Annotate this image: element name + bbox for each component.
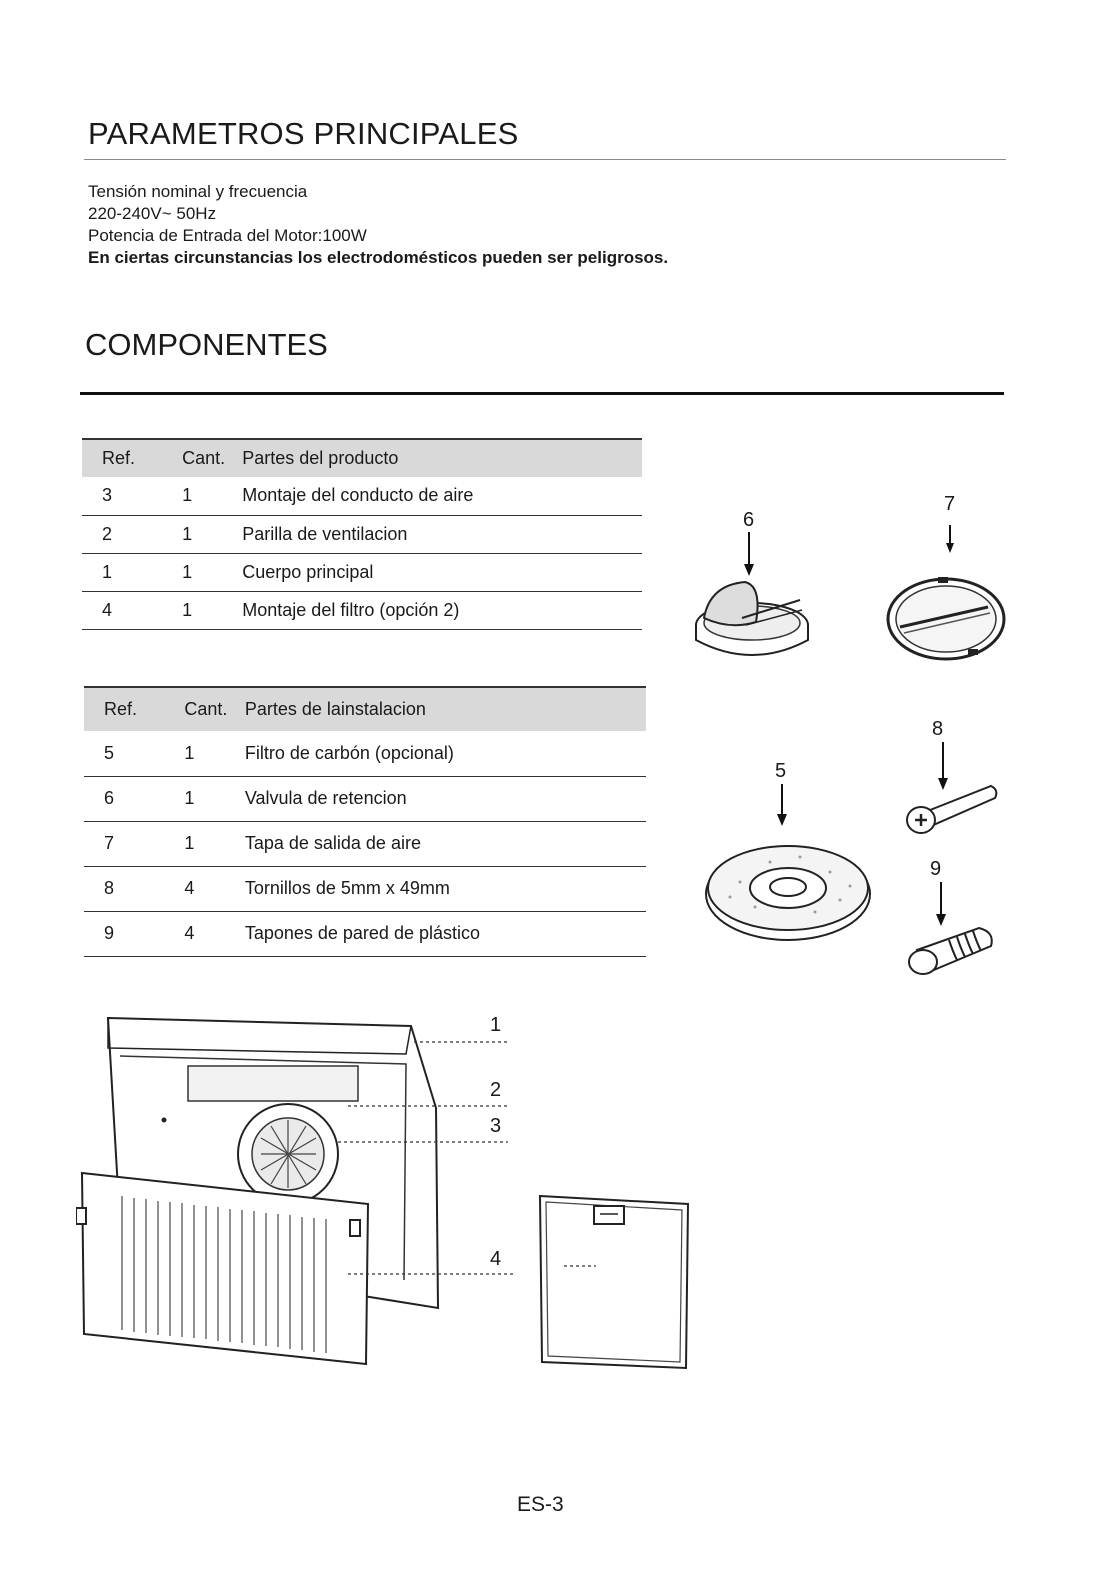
divider-thick [80, 392, 1004, 395]
col-ref: Ref. [82, 438, 155, 477]
callout-7: 7 [944, 493, 956, 515]
table-row: 6 1 Valvula de retencion [84, 776, 646, 822]
table-row: 9 4 Tapones de pared de plástico [84, 911, 646, 957]
cell-name: Montaje del filtro (opción 2) [239, 591, 642, 630]
cell-qty: 1 [156, 731, 242, 777]
cell-name: Filtro de carbón (opcional) [241, 731, 646, 777]
col-name: Partes del producto [239, 438, 642, 477]
wall-plug-icon [908, 882, 993, 975]
cell-ref: 7 [84, 821, 157, 867]
param-warning: En ciertas circunstancias los electrodom… [88, 248, 669, 267]
table-row: 5 1 Filtro de carbón (opcional) [84, 731, 646, 777]
cell-ref: 6 [84, 776, 157, 822]
check-valve-icon [695, 532, 809, 656]
range-hood-icon [76, 1016, 516, 1366]
cell-name: Tapones de pared de plástico [241, 911, 646, 957]
carbon-filter-icon [705, 784, 871, 941]
cell-ref: 9 [84, 911, 157, 957]
table-row: 7 1 Tapa de salida de aire [84, 821, 646, 867]
parameters-text: Tensión nominal y frecuencia 220-240V~ 5… [88, 181, 668, 269]
callout-6: 6 [743, 509, 755, 531]
product-parts-table: Ref. Cant. Partes del producto 3 1 Monta… [82, 438, 642, 630]
col-name: Partes de lainstalacion [241, 686, 646, 731]
col-qty: Cant. [154, 438, 240, 477]
cell-ref: 8 [84, 866, 157, 912]
cell-ref: 3 [82, 477, 155, 516]
cell-qty: 1 [154, 477, 240, 516]
table-row: 1 1 Cuerpo principal [82, 553, 642, 592]
callout-5: 5 [775, 760, 787, 782]
cell-ref: 1 [82, 553, 155, 592]
cell-name: Parilla de ventilacion [239, 515, 642, 554]
cell-qty: 4 [156, 911, 242, 957]
cell-ref: 2 [82, 515, 155, 554]
grease-filter-icon [538, 1194, 690, 1370]
col-qty: Cant. [156, 686, 242, 731]
table-header-row: Ref. Cant. Partes del producto [82, 438, 642, 477]
table-row: 3 1 Montaje del conducto de aire [82, 477, 642, 516]
cell-qty: 1 [156, 776, 242, 822]
divider [84, 159, 1006, 160]
air-outlet-cap-icon [886, 525, 1006, 661]
cell-name: Tornillos de 5mm x 49mm [241, 866, 646, 912]
cell-qty: 1 [154, 591, 240, 630]
cell-ref: 4 [82, 591, 155, 630]
callout-2: 2 [490, 1079, 502, 1101]
callout-4: 4 [490, 1248, 502, 1270]
table-row: 8 4 Tornillos de 5mm x 49mm [84, 866, 646, 912]
cell-name: Montaje del conducto de aire [239, 477, 642, 516]
callout-8: 8 [932, 718, 944, 740]
cell-ref: 5 [84, 731, 157, 777]
table-header-row: Ref. Cant. Partes de lainstalacion [84, 686, 646, 731]
page-number: ES-3 [517, 1493, 564, 1516]
cell-name: Valvula de retencion [241, 776, 646, 822]
callout-3: 3 [490, 1115, 502, 1137]
section-title-parameters: PARAMETROS PRINCIPALES [88, 116, 519, 151]
installation-parts-table: Ref. Cant. Partes de lainstalacion 5 1 F… [84, 686, 646, 957]
cell-qty: 4 [156, 866, 242, 912]
param-line: 220-240V~ 50Hz [88, 204, 217, 223]
param-line: Tensión nominal y frecuencia [88, 182, 308, 201]
callout-1: 1 [490, 1014, 502, 1036]
cell-name: Cuerpo principal [239, 553, 642, 592]
screw-icon [906, 742, 998, 834]
cell-qty: 1 [154, 515, 240, 554]
section-title-components: COMPONENTES [85, 327, 328, 362]
table-row: 2 1 Parilla de ventilacion [82, 515, 642, 554]
table-row: 4 1 Montaje del filtro (opción 2) [82, 591, 642, 630]
cell-qty: 1 [156, 821, 242, 867]
cell-qty: 1 [154, 553, 240, 592]
col-ref: Ref. [84, 686, 157, 731]
cell-name: Tapa de salida de aire [241, 821, 646, 867]
callout-9: 9 [930, 858, 942, 880]
param-line: Potencia de Entrada del Motor:100W [88, 226, 367, 245]
